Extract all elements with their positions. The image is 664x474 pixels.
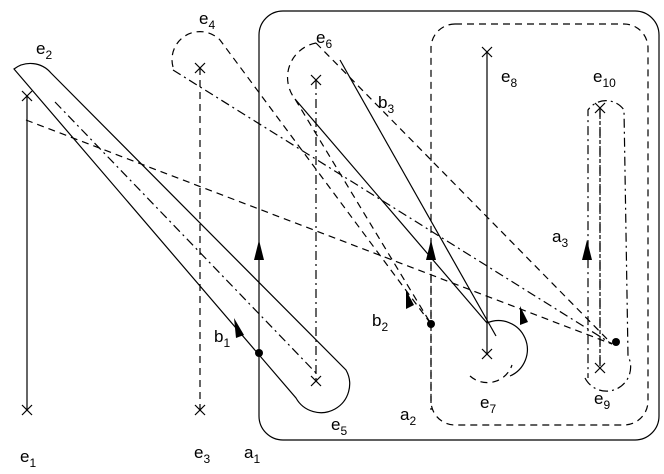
label-b2: b2	[372, 311, 388, 334]
arrow-b3	[520, 306, 528, 325]
arrow-a1	[254, 240, 264, 260]
dot-b2	[427, 320, 435, 328]
edge-e2-dashed	[25, 119, 613, 345]
loop-e6-solid	[294, 98, 488, 324]
marker-e1-top	[21, 90, 33, 102]
label-e8: e8	[501, 67, 517, 90]
region-a2	[430, 23, 649, 426]
label-e6: e6	[316, 28, 332, 51]
curve-e9-dashdot	[584, 100, 632, 392]
loop-e6-dashed	[286, 42, 432, 325]
label-e1: e1	[20, 447, 36, 470]
arrow-b1	[234, 318, 244, 338]
marker-e9-bottom	[594, 362, 606, 374]
label-a1: a1	[244, 443, 260, 466]
marker-e5-top	[310, 74, 322, 86]
label-e10: e10	[593, 67, 616, 90]
curve-e7-dashed	[469, 364, 513, 384]
loop-e6-dashed-top	[315, 42, 613, 345]
label-a3: a3	[552, 227, 568, 250]
label-b1: b1	[214, 327, 230, 350]
arrow-a2	[426, 240, 436, 260]
loop-e2-e5-solid	[13, 62, 351, 414]
loop-e4-dashed	[171, 31, 432, 325]
marker-e5-bottom	[310, 375, 322, 387]
label-e4: e4	[199, 9, 215, 32]
label-e7: e7	[480, 393, 496, 416]
region-a1	[258, 10, 660, 441]
dot-b3	[612, 338, 620, 346]
label-a2: a2	[400, 405, 416, 428]
label-b3: b3	[378, 93, 394, 116]
marker-e7-top	[481, 46, 493, 58]
label-e3: e3	[194, 443, 210, 466]
marker-e1-bottom	[21, 404, 33, 416]
marker-e7-bottom	[481, 348, 493, 360]
loop-e4-dashdot	[172, 69, 613, 345]
marker-e9-top	[594, 102, 606, 114]
arrow-a3	[582, 240, 592, 260]
loop-e6-solid-b	[339, 59, 497, 337]
curve-e7-solid	[486, 320, 528, 377]
dot-b1	[255, 349, 263, 357]
arrow-b2	[406, 290, 414, 309]
label-e5: e5	[331, 415, 347, 438]
label-e2: e2	[36, 39, 52, 62]
edge-e1-dashdot	[54, 101, 317, 374]
marker-e3-top	[194, 62, 206, 74]
marker-e3-bottom	[194, 404, 206, 416]
label-e9: e9	[594, 389, 610, 412]
